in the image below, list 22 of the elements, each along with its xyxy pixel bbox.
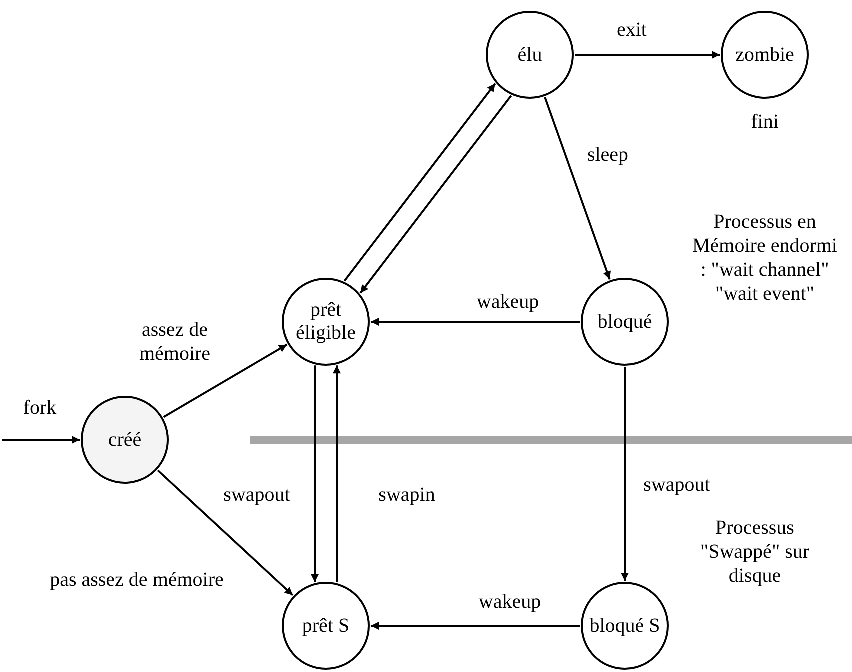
note-text: Processus en Mémoire endormi : "wait channel" "wait event" [692, 210, 838, 306]
arrow [333, 366, 341, 582]
arrow [360, 95, 512, 294]
arrow [344, 83, 496, 282]
state-label: bloqué S [588, 614, 662, 638]
state-label: bloqué [596, 310, 654, 334]
state-label: prêt éligible [295, 299, 357, 345]
state-label: zombie [734, 44, 796, 66]
arrow [544, 97, 611, 280]
arrow [371, 622, 580, 630]
arrow [2, 436, 80, 444]
arrow [575, 51, 720, 59]
state-caption: fini [750, 110, 780, 135]
state-label: créé [107, 428, 143, 452]
arrow [163, 344, 288, 418]
arrow [621, 367, 629, 581]
state-label: prêt S [301, 614, 351, 638]
arrow [371, 318, 580, 326]
note-text: Processus "Swappé" sur disque [700, 516, 810, 588]
arrow [157, 470, 294, 596]
state-label: élu [516, 44, 544, 66]
arrow [311, 366, 319, 582]
